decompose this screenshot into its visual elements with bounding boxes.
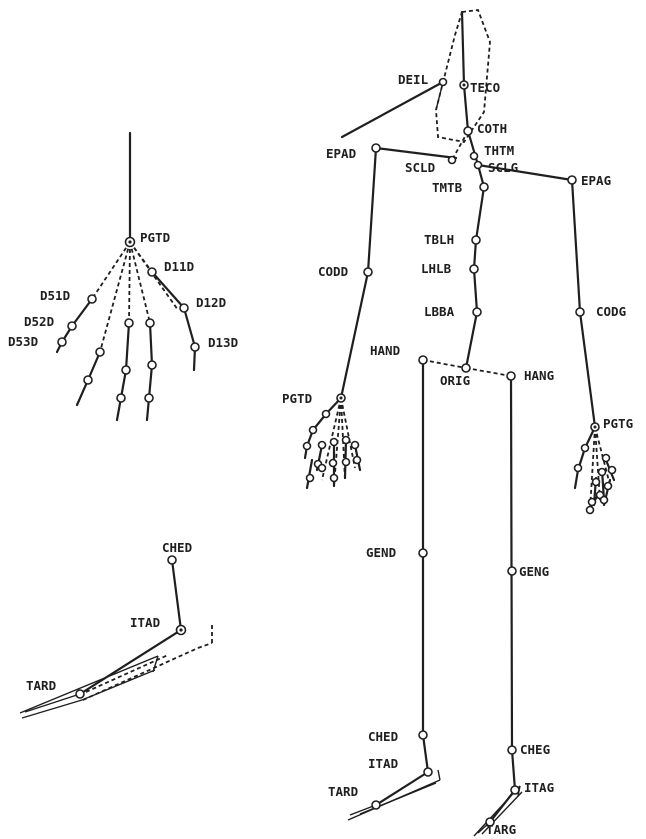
body-joints	[363, 77, 585, 827]
label-ched: CHED	[368, 729, 398, 744]
label-orig: ORIG	[440, 373, 470, 388]
body-skeleton: DEIL TECO COTH THTM SCLG SCLD EPAD EPAG …	[282, 9, 633, 837]
label-d11d: D11D	[164, 259, 194, 274]
label-tard-detail: TARD	[26, 678, 56, 693]
label-itag: ITAG	[524, 780, 554, 795]
label-hang: HANG	[524, 368, 554, 383]
left-hand	[302, 393, 362, 490]
label-tblh: TBLH	[424, 232, 454, 247]
hand-detail: PGTD D11D D12D D13D D51D D52D D53D	[8, 131, 238, 422]
label-epag: EPAG	[581, 173, 611, 188]
label-targ: TARG	[486, 822, 516, 837]
label-scld: SCLD	[405, 160, 435, 175]
label-lbba: LBBA	[424, 304, 455, 319]
label-tmtb: TMTB	[432, 180, 463, 195]
hand-detail-joints	[57, 236, 200, 403]
right-hand	[573, 422, 617, 515]
label-lhlb: LHLB	[421, 261, 452, 276]
label-coth: COTH	[477, 121, 507, 136]
label-itad-detail: ITAD	[130, 615, 160, 630]
label-epad: EPAD	[326, 146, 356, 161]
label-itad: ITAD	[368, 756, 398, 771]
label-sclg: SCLG	[488, 160, 518, 175]
label-pgtd: PGTD	[282, 391, 312, 406]
label-teco: TECO	[470, 80, 500, 95]
label-cheg: CHEG	[520, 742, 550, 757]
label-codg: CODG	[596, 304, 626, 319]
label-ched-detail: CHED	[162, 540, 192, 555]
label-geng: GENG	[519, 564, 549, 579]
label-thtm: THTM	[484, 143, 514, 158]
label-d12d: D12D	[196, 295, 226, 310]
label-pgtg: PGTG	[603, 416, 633, 431]
label-d52d: D52D	[24, 314, 54, 329]
label-tard: TARD	[328, 784, 358, 799]
head-outline	[435, 9, 491, 143]
label-codd: CODD	[318, 264, 348, 279]
label-pgtd-detail: PGTD	[140, 230, 170, 245]
label-hand: HAND	[370, 343, 400, 358]
label-d51d: D51D	[40, 288, 70, 303]
label-deil: DEIL	[398, 72, 429, 87]
label-d13d: D13D	[208, 335, 238, 350]
label-d53d: D53D	[8, 334, 38, 349]
leg-detail: CHED ITAD TARD	[19, 540, 213, 719]
label-gend: GEND	[366, 545, 396, 560]
